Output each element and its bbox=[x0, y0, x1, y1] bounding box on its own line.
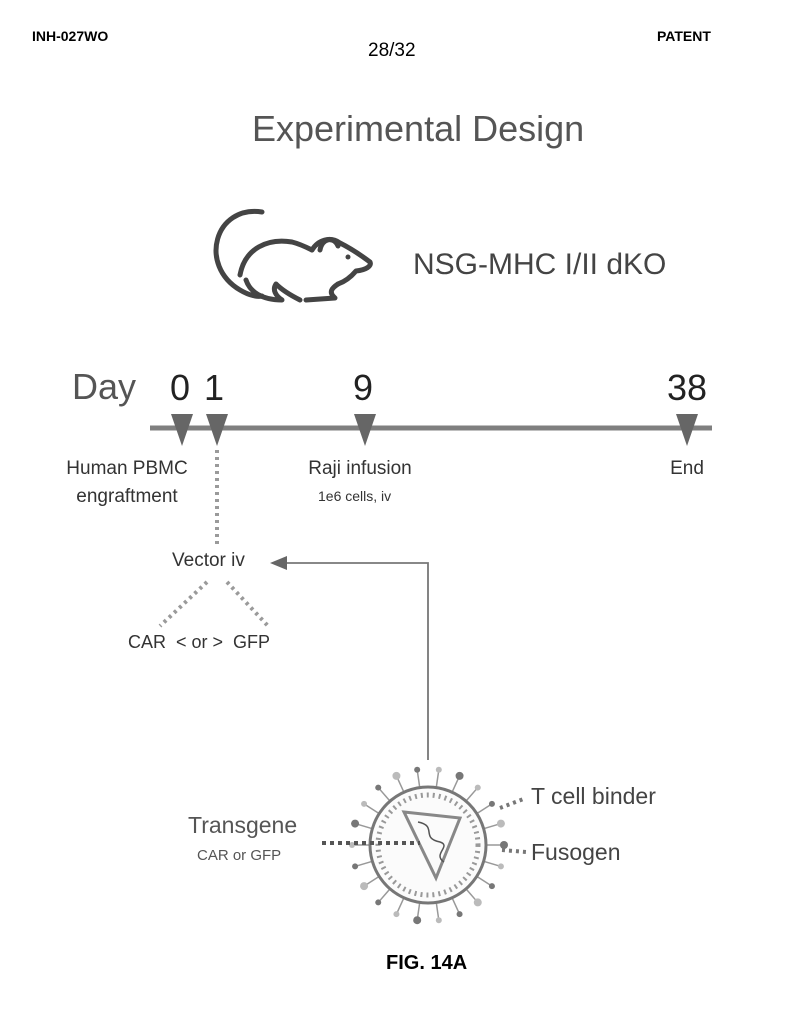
t-cell-binder-label: T cell binder bbox=[531, 783, 656, 810]
transgene-label: Transgene bbox=[188, 812, 297, 839]
fusogen-label: Fusogen bbox=[531, 839, 621, 866]
transgene-subtitle: CAR or GFP bbox=[197, 847, 281, 864]
figure-label: FIG. 14A bbox=[386, 952, 467, 975]
